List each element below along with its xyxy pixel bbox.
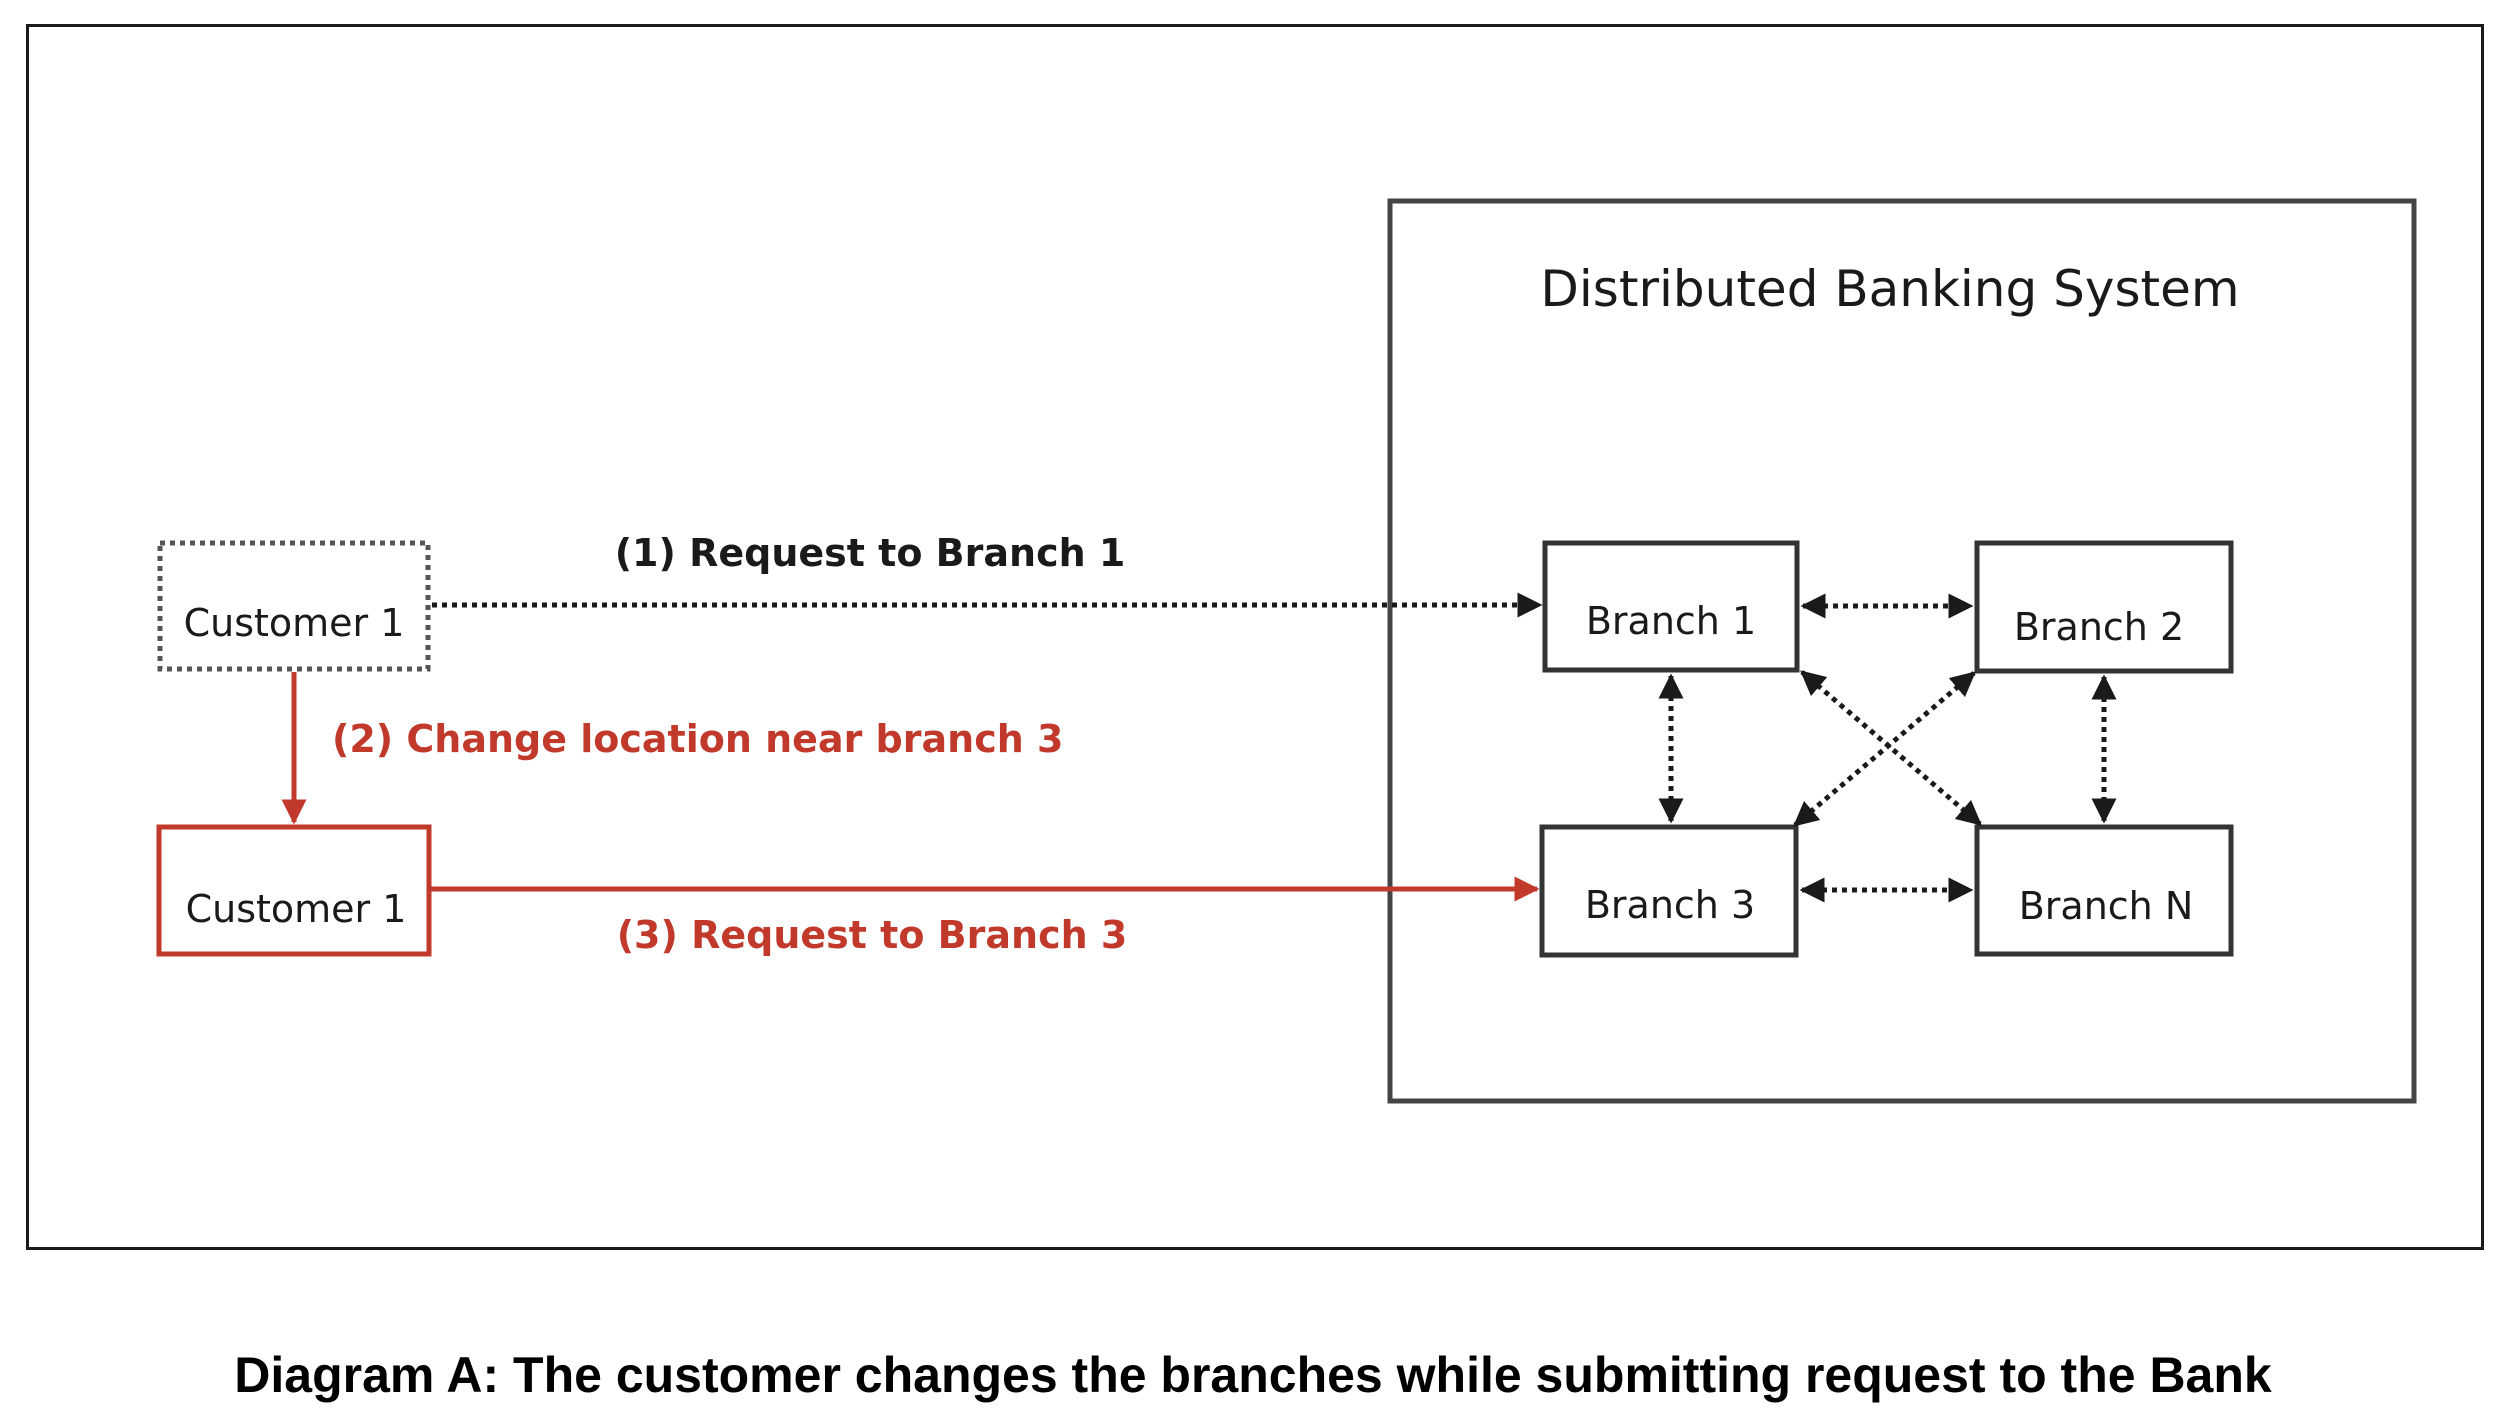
edge-change-location-label: (2) Change location near branch 3 [332, 717, 1063, 761]
customer-after-label: Customer 1 [186, 887, 407, 931]
branch-n-label: Branch N [2019, 884, 2194, 928]
diagram-caption: Diagram A: The customer changes the bran… [234, 1347, 2272, 1403]
diagram-frame [26, 24, 2484, 1250]
link-branch1-branchn [1800, 670, 1982, 826]
edge-request-1-label: (1) Request to Branch 1 [615, 531, 1126, 575]
branch-2-box [1974, 540, 2234, 674]
system-container [1387, 198, 2417, 1104]
branch-1-box [1542, 540, 1800, 673]
edge-request-3-label: (3) Request to Branch 3 [617, 913, 1128, 957]
branch-1-label: Branch 1 [1586, 599, 1756, 643]
branch-3-label: Branch 3 [1585, 883, 1755, 927]
branch-3-box [1539, 824, 1799, 958]
branch-n-box [1974, 824, 2234, 957]
link-branch2-branch3 [1793, 671, 1976, 827]
customer-before-label: Customer 1 [184, 601, 405, 645]
branch-2-label: Branch 2 [2014, 605, 2184, 649]
system-title: Distributed Banking System [1540, 260, 2239, 318]
customer-before-box [157, 540, 431, 672]
